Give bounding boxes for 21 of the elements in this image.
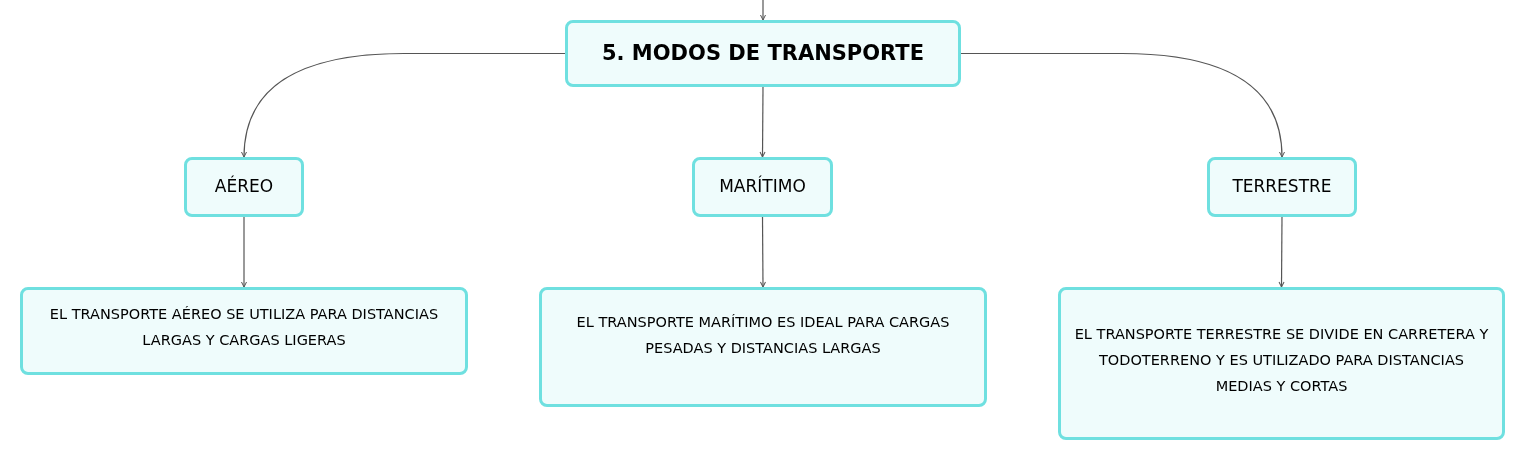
concept-box <box>1207 157 1357 217</box>
concept-text: 5. MODOS DE TRANSPORTE <box>601 39 924 67</box>
arrow <box>759 216 766 288</box>
concept-box <box>184 157 304 217</box>
concept-box <box>692 157 833 217</box>
concept-text: MARÍTIMO <box>719 174 806 199</box>
concept-text: EL TRANSPORTE MARÍTIMO ES IDEAL PARA CARGAS PESADAS Y DISTANCIAS LARGAS <box>575 313 951 358</box>
concept-box <box>565 20 961 87</box>
concept-text: EL TRANSPORTE AÉREO SE UTILIZA PARA DISTANCIAS LARGAS Y CARGAS LIGERAS <box>48 305 440 350</box>
arrow <box>241 216 247 288</box>
arrow <box>960 52 1285 158</box>
concept-text: EL TRANSPORTE TERRESTRE SE DIVIDE EN CARRETERA Y TODOTERRENO Y ES UTILIZADO PARA DISTANCIAS MEDIAS Y CORTAS <box>1073 324 1490 396</box>
arrow <box>760 0 766 21</box>
arrow <box>759 86 766 158</box>
concept-box <box>1058 287 1505 440</box>
concept-text: AÉREO <box>214 174 274 199</box>
concept-box <box>20 287 468 375</box>
arrow <box>1278 216 1285 288</box>
concept-text: TERRESTRE <box>1232 175 1332 199</box>
concept-box <box>539 287 987 407</box>
arrow <box>241 52 566 158</box>
